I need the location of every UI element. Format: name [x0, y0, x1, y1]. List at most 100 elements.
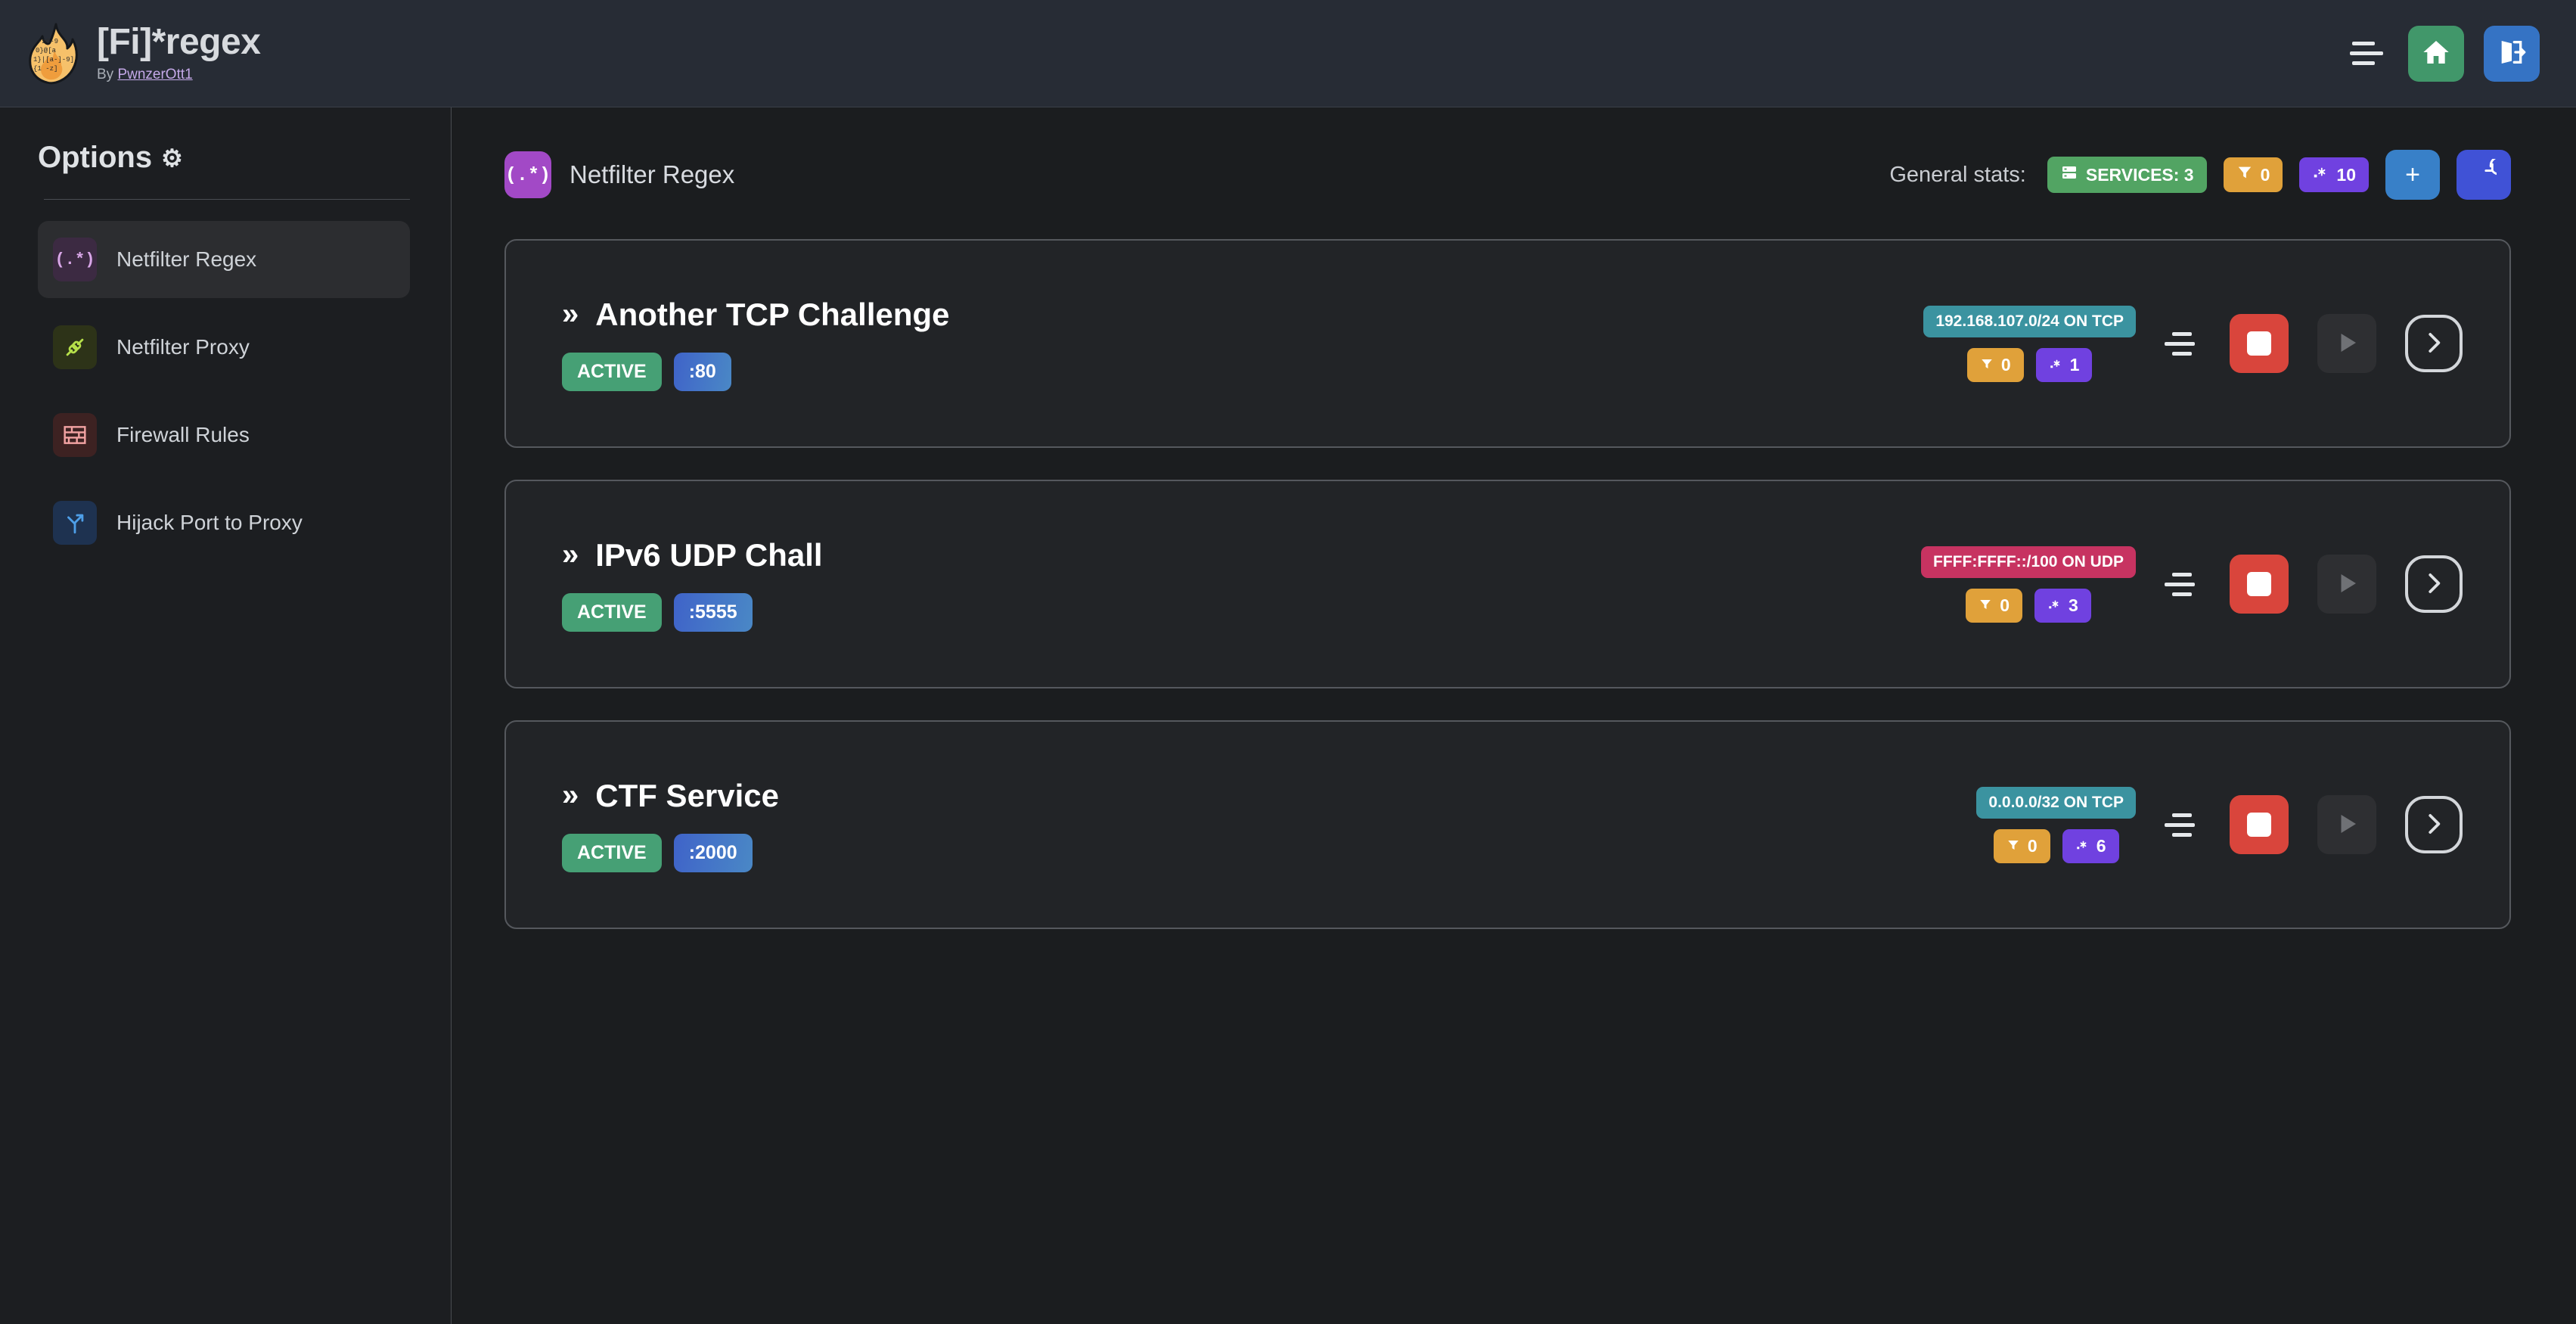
home-icon — [2421, 37, 2451, 70]
main-content: (.*) Netfilter Regex General stats: SERV… — [452, 107, 2576, 1324]
sidebar-divider — [44, 199, 410, 200]
sidebar-nav: (.*) Netfilter Regex Netfilter Proxy — [38, 221, 410, 561]
server-icon — [2060, 163, 2078, 186]
menu-line-2 — [2165, 822, 2195, 827]
refresh-button[interactable] — [2457, 150, 2511, 200]
network-counters: 0 1 — [1966, 347, 2093, 382]
logout-button[interactable] — [2484, 25, 2540, 82]
by-prefix: By — [97, 66, 118, 82]
service-title-row: » CTF Service — [562, 778, 779, 814]
open-details-button[interactable] — [2405, 315, 2463, 372]
menu-line-1 — [2172, 572, 2192, 577]
network-info: FFFF:FFFF::/100 ON UDP 0 — [1921, 545, 2136, 623]
status-badge: ACTIVE — [562, 592, 662, 632]
filter-count: 0 — [2000, 595, 2010, 615]
chevron-double-right-icon: » — [562, 538, 579, 571]
sidebar: Options ⚙ (.*) Netfilter Regex Netfilter… — [0, 107, 452, 1324]
status-badge-filters: 0 — [1966, 588, 2022, 623]
refresh-icon — [2471, 155, 2509, 191]
menu-line-3 — [2172, 592, 2192, 596]
stop-icon — [2247, 572, 2271, 596]
app-title: [Fi]*regex — [97, 22, 261, 63]
service-card-info: » CTF Service ACTIVE :2000 — [562, 778, 779, 872]
author-link[interactable]: PwnzerOtt1 — [117, 66, 193, 82]
brand: -z0-9 0}@[a 1}|[a-]-9] {1 -z] [Fi]*regex… — [26, 22, 261, 85]
service-menu-icon[interactable] — [2165, 813, 2201, 837]
service-title-row: » IPv6 UDP Chall — [562, 537, 823, 573]
service-badges: ACTIVE :80 — [562, 352, 950, 391]
svg-text:0}@[a: 0}@[a — [36, 47, 57, 54]
flame-regex-logo-icon: -z0-9 0}@[a 1}|[a-]-9] {1 -z] — [26, 23, 80, 85]
chevron-double-right-icon: » — [562, 297, 579, 331]
sidebar-item-label: Netfilter Regex — [116, 247, 257, 271]
play-icon — [2333, 329, 2360, 359]
app-header: -z0-9 0}@[a 1}|[a-]-9] {1 -z] [Fi]*regex… — [0, 0, 2576, 107]
brick-wall-icon — [53, 413, 97, 457]
chevron-right-icon — [2419, 328, 2448, 359]
sidebar-heading: Options ⚙ — [38, 141, 410, 175]
hamburger-menu-icon[interactable] — [2345, 32, 2388, 76]
sidebar-item-firewall-rules[interactable]: Firewall Rules — [38, 396, 410, 474]
sidebar-item-hijack-port-to-proxy[interactable]: Hijack Port to Proxy — [38, 484, 410, 561]
service-card[interactable]: » CTF Service ACTIVE :2000 0.0.0.0/32 ON… — [504, 720, 2511, 929]
regex-dot-star-icon — [2049, 355, 2062, 375]
status-badge-regexes: 3 — [2034, 588, 2091, 623]
general-stats-label: General stats: — [1889, 162, 2026, 187]
status-badge-filters: 0 — [1966, 347, 2024, 382]
home-button[interactable] — [2408, 25, 2464, 82]
filter-count: 0 — [2000, 354, 2011, 375]
service-menu-icon[interactable] — [2165, 331, 2201, 356]
network-badge: 0.0.0.0/32 ON TCP — [1976, 786, 2136, 819]
filter-icon — [2236, 164, 2253, 185]
fork-arrow-icon — [53, 501, 97, 545]
network-counters: 0 3 — [1966, 588, 2091, 623]
page-title: Netfilter Regex — [570, 160, 735, 188]
port-badge: :80 — [673, 352, 731, 391]
body-wrapper: Options ⚙ (.*) Netfilter Regex Netfilter… — [0, 107, 2576, 1324]
sidebar-item-netfilter-proxy[interactable]: Netfilter Proxy — [38, 309, 410, 386]
service-name: Another TCP Challenge — [595, 296, 950, 332]
service-card-controls: 192.168.107.0/24 ON TCP 0 — [1923, 305, 2463, 382]
port-badge: :5555 — [673, 592, 753, 632]
chevron-right-icon — [2419, 569, 2448, 600]
network-badge: 192.168.107.0/24 ON TCP — [1923, 305, 2136, 337]
stop-button[interactable] — [2230, 795, 2289, 854]
service-card[interactable]: » Another TCP Challenge ACTIVE :80 192.1… — [504, 239, 2511, 448]
proxy-plug-icon — [53, 325, 97, 369]
service-card[interactable]: » IPv6 UDP Chall ACTIVE :5555 FFFF:FFFF:… — [504, 480, 2511, 688]
regex-count: 6 — [2096, 835, 2106, 856]
menu-line-3 — [2172, 351, 2192, 356]
menu-line-3 — [2172, 832, 2192, 837]
sidebar-item-label: Netfilter Proxy — [116, 335, 250, 359]
general-stats: General stats: SERVICES: 3 — [1889, 150, 2511, 200]
open-details-button[interactable] — [2405, 796, 2463, 853]
service-card-info: » Another TCP Challenge ACTIVE :80 — [562, 297, 950, 391]
service-card-controls: FFFF:FFFF::/100 ON UDP 0 — [1921, 545, 2463, 623]
status-badge-regexes: 10 — [2299, 157, 2369, 192]
regex-count: 10 — [2336, 164, 2356, 185]
regex-icon: (.*) — [53, 238, 97, 281]
regex-dot-star-icon — [2075, 836, 2089, 856]
network-info: 0.0.0.0/32 ON TCP 0 — [1976, 786, 2136, 863]
chevron-right-icon — [2419, 810, 2448, 841]
play-button[interactable] — [2317, 555, 2376, 614]
service-name: IPv6 UDP Chall — [595, 536, 823, 573]
sidebar-item-netfilter-regex[interactable]: (.*) Netfilter Regex — [38, 221, 410, 298]
status-badge: ACTIVE — [562, 352, 662, 391]
service-menu-icon[interactable] — [2165, 572, 2201, 596]
stop-button[interactable] — [2230, 555, 2289, 614]
play-button[interactable] — [2317, 314, 2376, 373]
stop-button[interactable] — [2230, 314, 2289, 373]
menu-line-1 — [2352, 42, 2375, 45]
open-details-button[interactable] — [2405, 555, 2463, 613]
menu-line-1 — [2172, 331, 2192, 336]
menu-line-2 — [2165, 341, 2195, 346]
status-badge-filters: 0 — [1993, 828, 2050, 863]
filter-icon — [2006, 836, 2020, 856]
service-card-info: » IPv6 UDP Chall ACTIVE :5555 — [562, 537, 823, 632]
play-button[interactable] — [2317, 795, 2376, 854]
add-service-button[interactable]: + — [2385, 150, 2440, 200]
regex-dot-star-icon — [2047, 595, 2061, 616]
play-icon — [2333, 810, 2360, 840]
play-icon — [2333, 570, 2360, 599]
